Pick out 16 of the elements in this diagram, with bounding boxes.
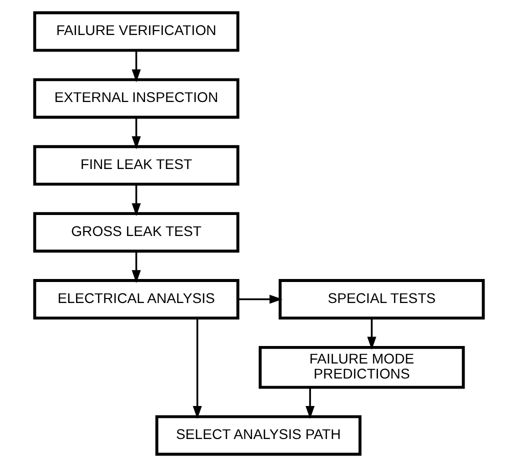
arrow: [131, 184, 140, 216]
arrow: [131, 50, 140, 82]
arrow: [237, 294, 282, 304]
node-box: GROSS LEAK TEST: [32, 212, 239, 253]
arrow: [131, 117, 140, 150]
arrow: [131, 251, 140, 284]
arrow: [192, 318, 202, 419]
node-box: ELECTRICAL ANALYSIS: [32, 279, 239, 320]
arrow: [366, 318, 376, 350]
node-box: EXTERNAL INSPECTION: [32, 78, 239, 119]
node-box: FAILURE VERIFICATION: [32, 11, 239, 52]
node-box: SELECT ANALYSIS PATH: [154, 415, 361, 456]
node-box: FAILURE MODE PREDICTIONS: [258, 346, 464, 389]
arrow: [305, 387, 314, 419]
node-box: SPECIAL TESTS: [278, 279, 484, 320]
node-box: FINE LEAK TEST: [32, 145, 239, 186]
